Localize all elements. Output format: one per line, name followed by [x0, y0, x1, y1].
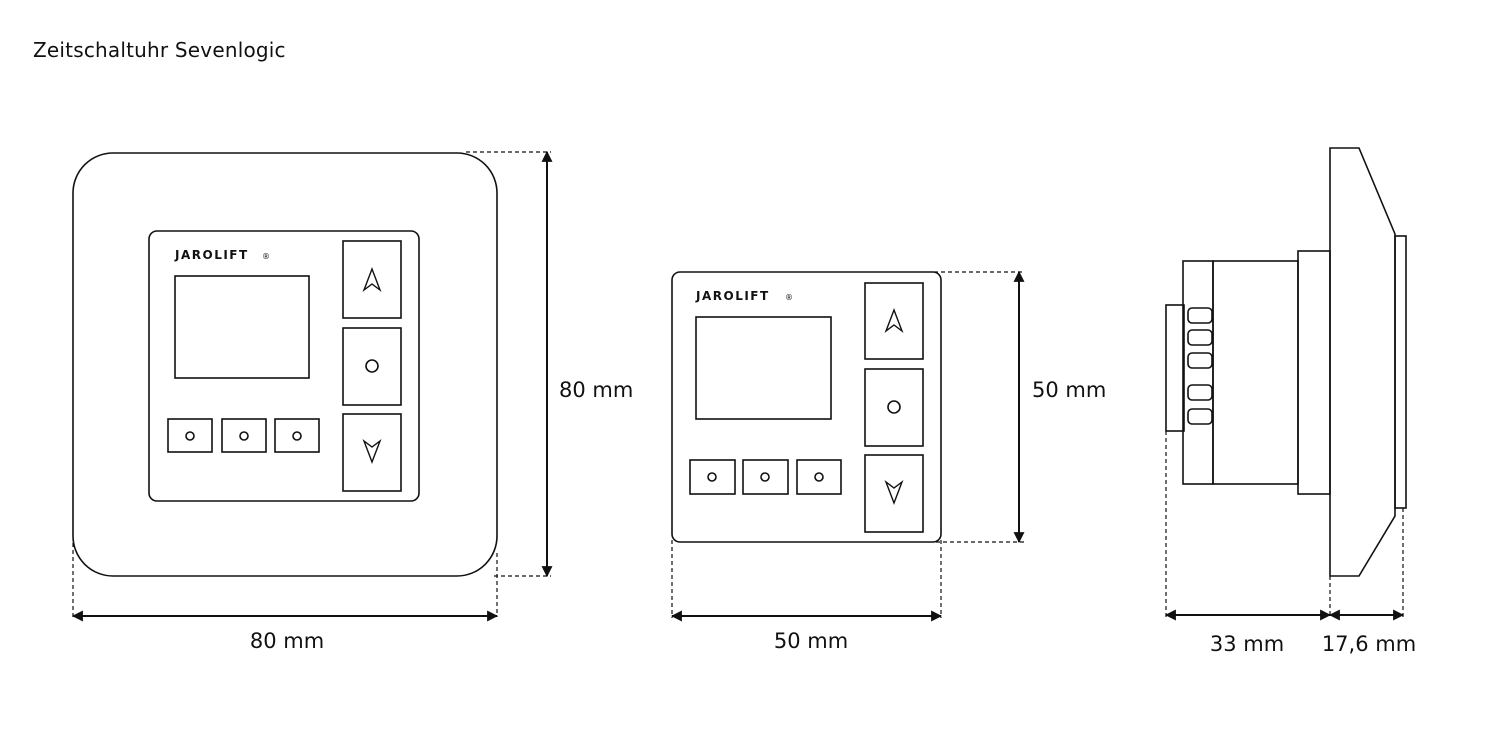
circle-icon [185, 431, 195, 441]
insert-panel [671, 271, 942, 543]
circle-icon [239, 431, 249, 441]
mounting-ring [1297, 250, 1331, 495]
circle-icon [760, 472, 770, 482]
terminal-1 [1187, 307, 1213, 324]
select-button[interactable] [864, 368, 924, 447]
housing-body [1212, 260, 1299, 485]
small-button-1[interactable] [167, 418, 213, 453]
terminal-block [1182, 260, 1214, 485]
side-dimension-lines [1164, 431, 1405, 621]
down-arrow-icon [884, 479, 904, 505]
depth-label: 33 mm [1210, 632, 1284, 656]
small-button-2[interactable] [742, 459, 789, 495]
down-button[interactable] [342, 413, 402, 492]
front-view-frame [72, 152, 498, 577]
display-screen [695, 316, 832, 420]
brand-logo: JAROLIFT [695, 289, 770, 303]
down-button[interactable] [864, 454, 924, 533]
circle-icon [887, 400, 901, 414]
terminal-5 [1187, 408, 1213, 425]
insert-width-label: 50 mm [774, 629, 848, 653]
up-arrow-icon [884, 308, 904, 334]
inner-panel [148, 230, 420, 502]
circle-icon [292, 431, 302, 441]
frame-profile [1329, 147, 1396, 577]
terminal-2 [1187, 329, 1213, 346]
frame-width-label: 80 mm [250, 629, 324, 653]
small-button-1[interactable] [689, 459, 736, 495]
insert-height-label: 50 mm [1032, 378, 1106, 402]
side-view [1165, 147, 1407, 577]
insert-dimension-lines [670, 270, 1025, 622]
select-button[interactable] [342, 327, 402, 406]
registered-mark: ® [785, 293, 793, 302]
up-button[interactable] [864, 282, 924, 360]
circle-icon [707, 472, 717, 482]
terminal-4 [1187, 384, 1213, 401]
display-screen [174, 275, 310, 379]
down-arrow-icon [362, 438, 382, 464]
up-button[interactable] [342, 240, 402, 319]
up-arrow-icon [362, 267, 382, 293]
terminal-3 [1187, 352, 1213, 369]
frame-depth-label: 17,6 mm [1322, 632, 1416, 656]
front-insert-edge [1394, 235, 1407, 509]
frame-height-label: 80 mm [559, 378, 633, 402]
small-button-3[interactable] [274, 418, 320, 453]
front-frame-dimension-lines [71, 150, 553, 622]
insert-view [671, 271, 942, 543]
small-button-3[interactable] [796, 459, 842, 495]
rear-plate [1165, 304, 1185, 432]
circle-icon [814, 472, 824, 482]
page-title: Zeitschaltuhr Sevenlogic [33, 38, 286, 62]
circle-icon [365, 359, 379, 373]
registered-mark: ® [262, 252, 270, 261]
small-button-2[interactable] [221, 418, 267, 453]
brand-logo: JAROLIFT [174, 248, 249, 262]
outer-frame [72, 152, 498, 577]
